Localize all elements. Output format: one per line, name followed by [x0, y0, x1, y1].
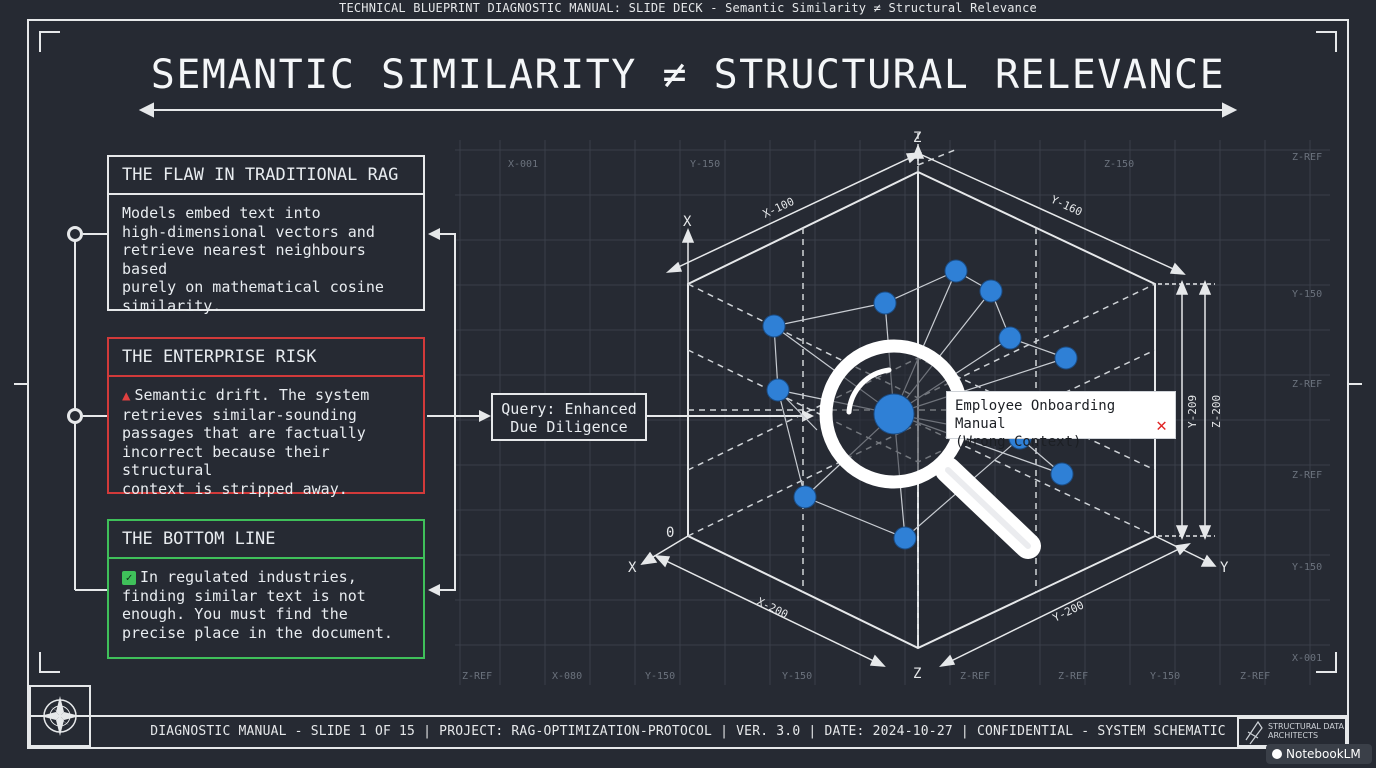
- title-width-arrow: [138, 102, 1238, 118]
- dim-v2: Z-200: [1210, 395, 1223, 428]
- grid-label: Z-150: [1104, 159, 1134, 170]
- card-bottom-content: ✓In regulated industries, finding simila…: [109, 559, 423, 650]
- axis-lines: [640, 144, 1217, 668]
- card-bottom-title: THE BOTTOM LINE: [122, 529, 276, 549]
- grid-label: Y-150: [1150, 671, 1180, 682]
- card-risk-title: THE ENTERPRISE RISK: [122, 347, 317, 367]
- page-title: SEMANTIC SIMILARITY ≠ STRUCTURAL RELEVAN…: [150, 52, 1226, 98]
- card-bottom-body: In regulated industries, finding similar…: [122, 568, 393, 642]
- wrong-context-callout: Employee Onboarding Manual (Wrong Contex…: [946, 391, 1176, 450]
- network-node: [873, 291, 897, 315]
- watermark-text: NotebookLM: [1286, 747, 1361, 761]
- axis-z-top: Z: [913, 130, 921, 146]
- grid-label: Z-REF: [1292, 470, 1322, 481]
- axis-y-right: Y: [1220, 560, 1229, 576]
- notebooklm-logo-icon: [1272, 749, 1282, 759]
- grid-label: Y-150: [690, 159, 720, 170]
- grid-label: Z-REF: [1240, 671, 1270, 682]
- dim-x100: X-100: [761, 195, 797, 221]
- notebooklm-watermark: NotebookLM: [1266, 744, 1372, 764]
- network-node: [766, 378, 790, 402]
- card-risk: THE ENTERPRISE RISK ▲Semantic drift. The…: [107, 337, 425, 498]
- grid-label: Z-REF: [462, 671, 492, 682]
- callout-text: Employee Onboarding Manual (Wrong Contex…: [955, 398, 1116, 450]
- network-node: [762, 314, 786, 338]
- card-risk-body: Semantic drift. The system retrieves sim…: [122, 386, 370, 498]
- grid-label: Z-REF: [1058, 671, 1088, 682]
- card-divider: [109, 375, 423, 377]
- grid-label: Y-150: [782, 671, 812, 682]
- slide-frame: [14, 19, 1362, 749]
- grid-label: X-080: [552, 671, 582, 682]
- network-node: [793, 485, 817, 509]
- close-icon: ✕: [1156, 415, 1167, 436]
- card-flaw: THE FLAW IN TRADITIONAL RAG Models embed…: [107, 155, 425, 315]
- card-divider: [109, 557, 423, 559]
- grid-label: Z-REF: [1292, 152, 1322, 163]
- axis-origin: 0: [666, 525, 674, 541]
- axis-x-upper: X: [683, 214, 692, 230]
- dim-v1: Y-209: [1186, 395, 1199, 428]
- network-node: [944, 259, 968, 283]
- network-node: [998, 326, 1022, 350]
- network-nodes: [762, 259, 1078, 550]
- grid-label: X-001: [1292, 653, 1322, 664]
- grid-labels: X-001 Y-150 Z-150 Z-REF Y-150 Z-REF Z-RE…: [462, 152, 1322, 682]
- card-risk-content: ▲Semantic drift. The system retrieves si…: [109, 377, 423, 506]
- dim-y200: Y-200: [1051, 598, 1086, 624]
- dim-x200: X-200: [755, 595, 790, 621]
- compass-icon: [40, 696, 80, 736]
- query-box: Query: Enhanced Due Diligence: [491, 393, 647, 441]
- axis-z-bottom: Z: [913, 666, 921, 682]
- check-icon: ✓: [122, 571, 136, 585]
- grid-label: X-001: [508, 159, 538, 170]
- footer-text: DIAGNOSTIC MANUAL - SLIDE 1 OF 15 | PROJ…: [150, 724, 1226, 739]
- grid-label: Y-150: [1292, 289, 1322, 300]
- grid-label: Z-REF: [960, 671, 990, 682]
- network-node: [979, 279, 1003, 303]
- card-flaw-body: Models embed text into high-dimensional …: [122, 204, 384, 315]
- grid-label: Y-150: [645, 671, 675, 682]
- card-flaw-title: THE FLAW IN TRADITIONAL RAG: [122, 165, 399, 185]
- network-node: [1050, 462, 1074, 486]
- connector-arrowheads: [68, 227, 814, 596]
- card-divider: [109, 193, 423, 195]
- warning-icon: ▲: [122, 388, 131, 404]
- grid-label: Y-150: [1292, 562, 1322, 573]
- network-node: [1054, 346, 1078, 370]
- top-caption: TECHNICAL BLUEPRINT DIAGNOSTIC MANUAL: S…: [339, 1, 1037, 15]
- brand-name: STRUCTURAL DATA ARCHITECTS: [1268, 722, 1345, 740]
- card-bottom-line: THE BOTTOM LINE ✓In regulated industries…: [107, 519, 425, 659]
- axis-labels: Z Z X X Y 0: [628, 130, 1229, 682]
- axis-x-left: X: [628, 560, 637, 576]
- grid-label: Z-REF: [1292, 379, 1322, 390]
- network-node: [893, 526, 917, 550]
- brand-icon: [1245, 720, 1263, 745]
